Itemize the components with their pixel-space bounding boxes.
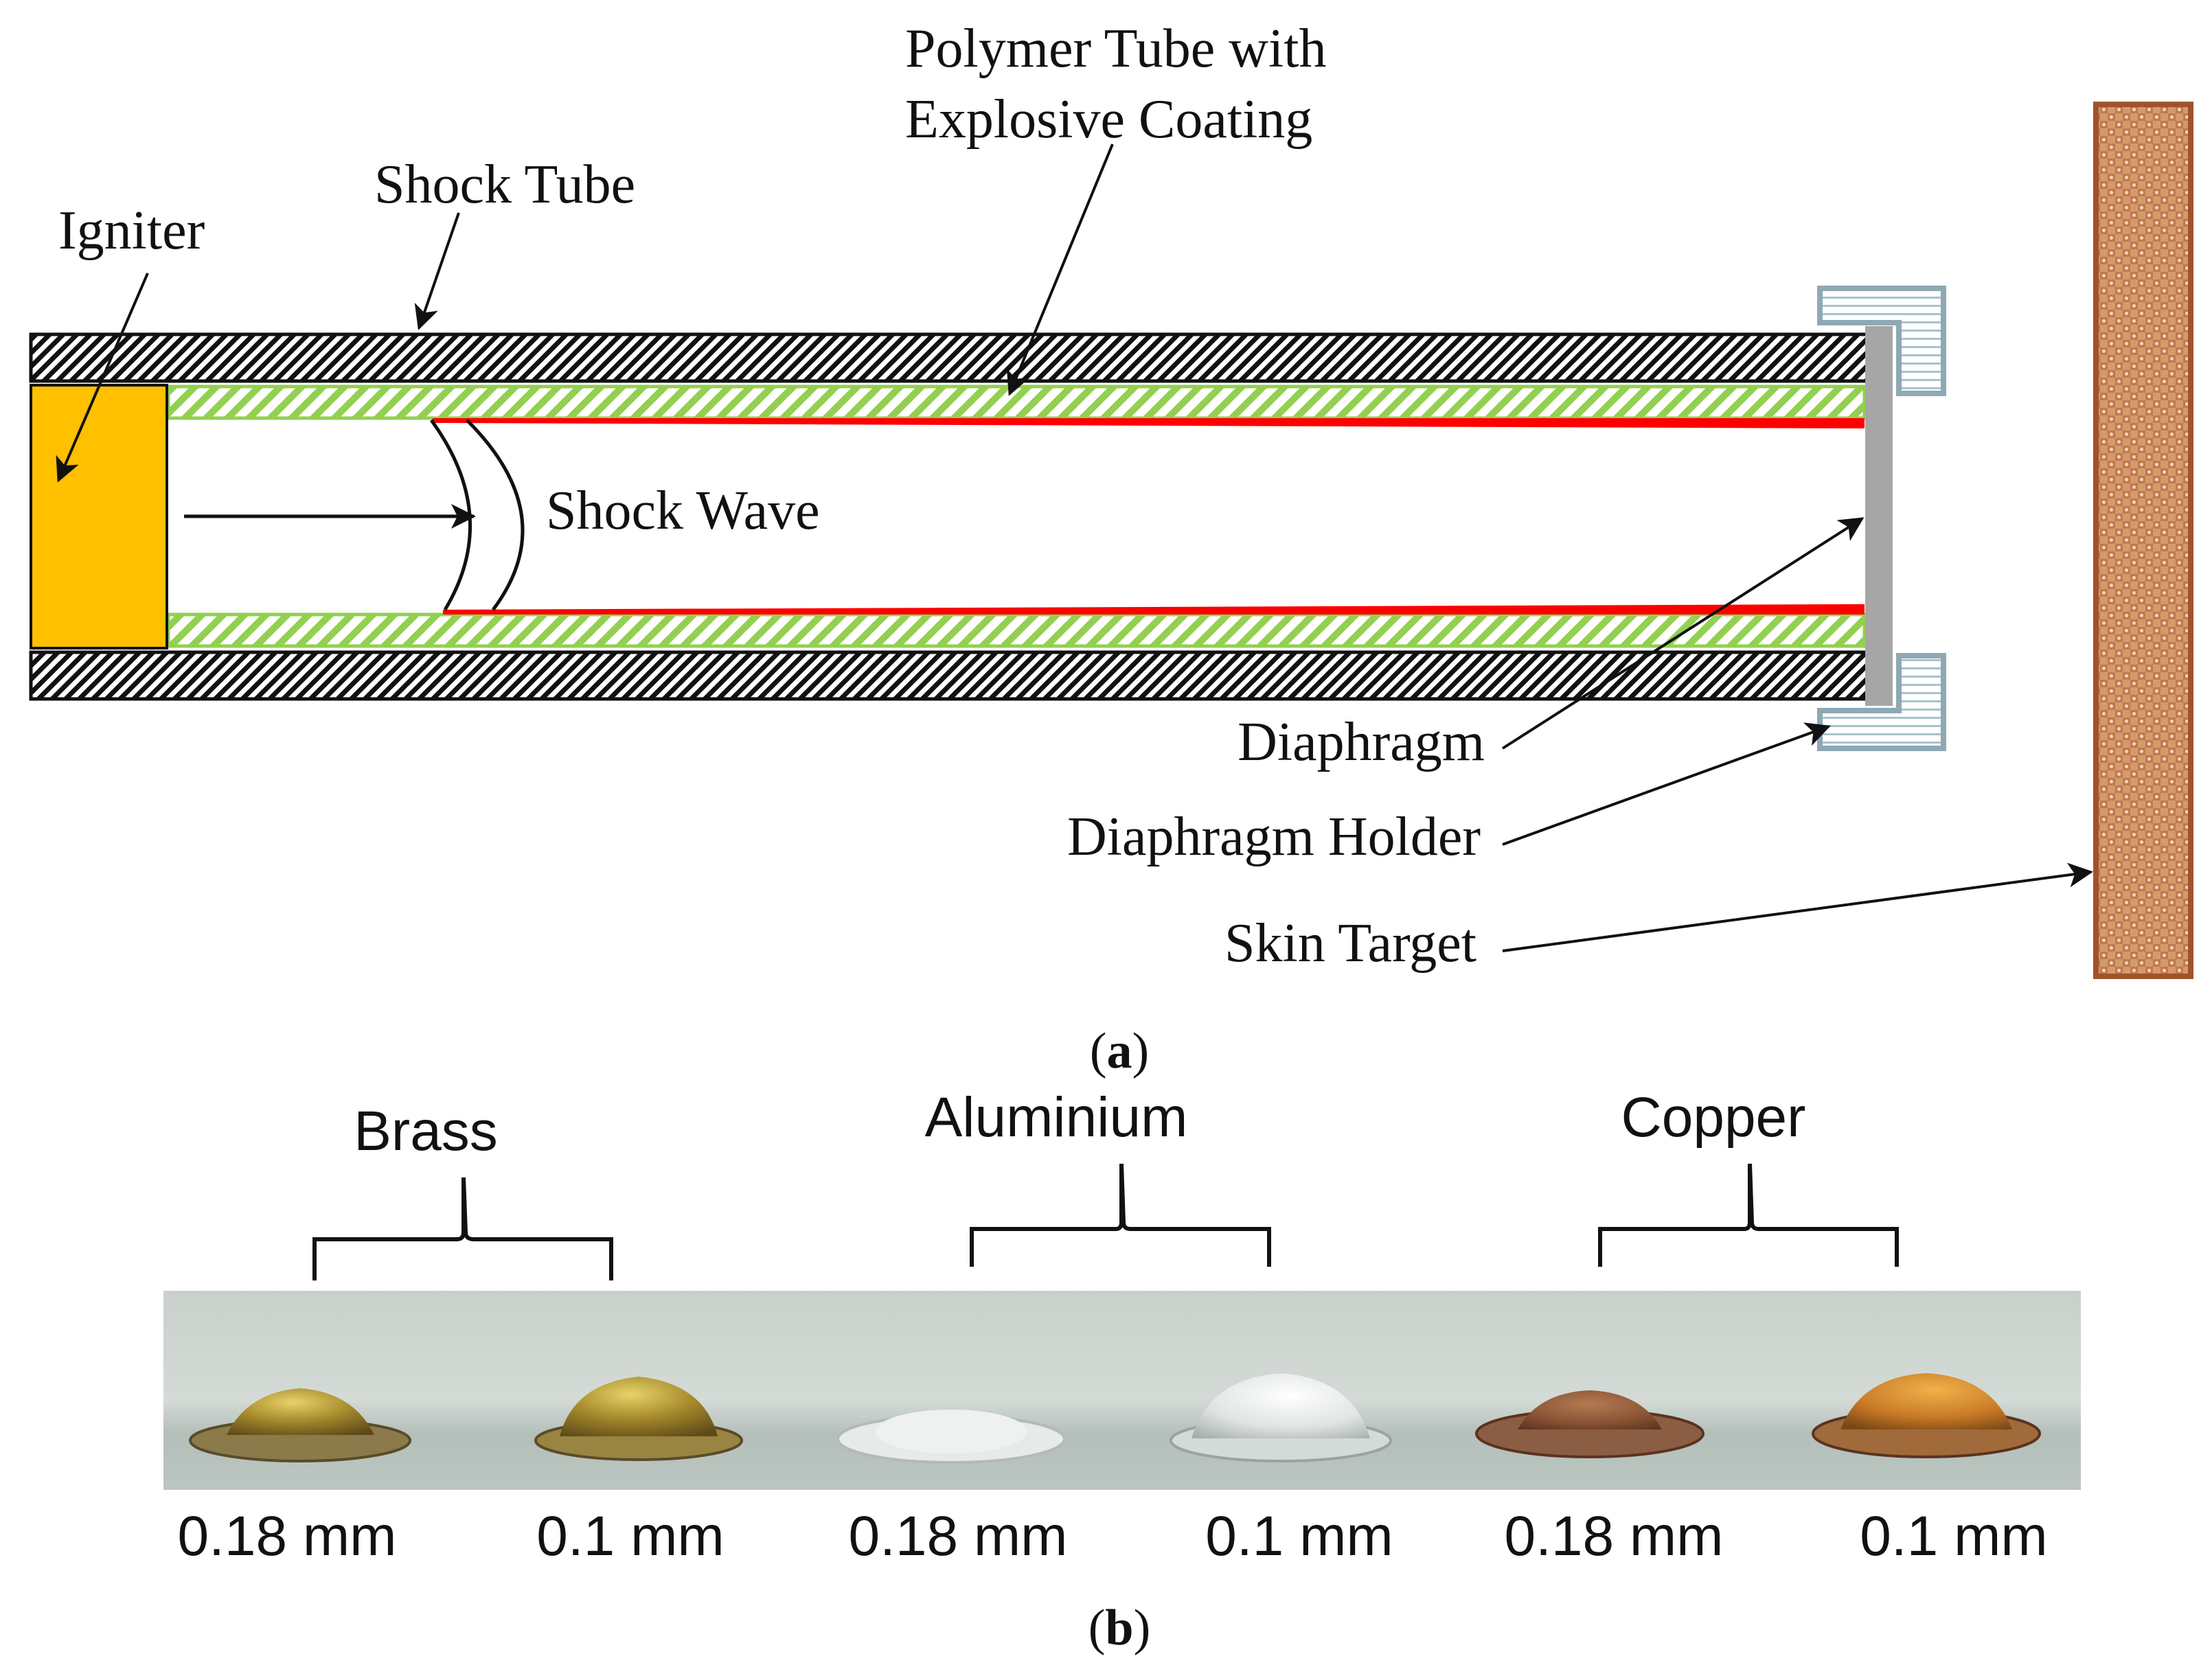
shock-tube-bottom-wall	[29, 650, 1873, 701]
polymer-tube-leader	[1006, 143, 1114, 396]
thickness-label-5: 0.18 mm	[1505, 1505, 1724, 1567]
diaphragm	[1865, 326, 1893, 706]
igniter-label: Igniter	[58, 200, 205, 261]
diaphragm-holder-top	[1817, 286, 1946, 396]
explosive-coating-top	[433, 418, 1865, 428]
shock-tube-top-wall	[29, 332, 1873, 383]
thickness-label-2: 0.1 mm	[536, 1505, 724, 1567]
sample-brass-0-1	[534, 1377, 743, 1461]
shock-wave-front-2	[466, 419, 525, 611]
diaphragm-holder-leader	[1502, 722, 1831, 846]
aluminium-brace	[970, 1163, 1271, 1267]
diaphragm-holder-bottom	[1817, 653, 1946, 751]
diaphragm-holder-label: Diaphragm Holder	[1067, 807, 1481, 867]
sample-aluminium-0-1	[1170, 1373, 1392, 1462]
diaphragm-leader	[1501, 517, 1865, 750]
material-label-aluminium: Aluminium	[925, 1086, 1188, 1149]
thickness-label-3: 0.18 mm	[849, 1505, 1068, 1567]
shock-tube-leader	[414, 212, 460, 330]
sample-brass-0-18	[189, 1388, 411, 1462]
sample-copper-0-18	[1475, 1390, 1704, 1458]
panel-b-caption: (b)	[1088, 1600, 1150, 1656]
copper-brace	[1598, 1163, 1899, 1267]
skin-target	[2093, 102, 2193, 979]
thickness-label-6: 0.1 mm	[1860, 1505, 2047, 1567]
panel-a-caption: (a)	[1090, 1023, 1149, 1079]
polymer-tube-top	[166, 384, 1867, 420]
shock-wave-front-1	[429, 419, 472, 611]
sample-aluminium-0-18	[836, 1410, 1066, 1464]
polymer-tube-label-line1: Polymer Tube with	[905, 19, 1326, 79]
igniter-leader	[56, 273, 149, 483]
material-label-brass: Brass	[354, 1100, 498, 1162]
explosive-coating-bottom	[443, 604, 1865, 614]
polymer-tube-label-line2: Explosive Coating	[905, 89, 1312, 150]
igniter-block	[30, 384, 168, 650]
material-label-copper: Copper	[1621, 1086, 1806, 1149]
thickness-label-4: 0.1 mm	[1205, 1505, 1393, 1567]
skin-target-leader	[1502, 862, 2093, 952]
shock-wave-label: Shock Wave	[546, 481, 820, 541]
thickness-label-1: 0.18 mm	[178, 1505, 397, 1567]
shock-tube-label: Shock Tube	[374, 154, 635, 215]
brass-brace	[312, 1177, 613, 1280]
sample-copper-0-1	[1812, 1373, 2041, 1458]
polymer-tube-bottom	[166, 612, 1867, 648]
photo-background	[163, 1291, 2081, 1490]
diaphragm-label: Diaphragm	[1238, 712, 1485, 772]
panel-a-diagram: Polymer Tube with Explosive Coating Shoc…	[29, 19, 2193, 1079]
panel-b-photo: Brass Aluminium Copper	[163, 1086, 2081, 1656]
skin-target-label: Skin Target	[1224, 913, 1476, 974]
